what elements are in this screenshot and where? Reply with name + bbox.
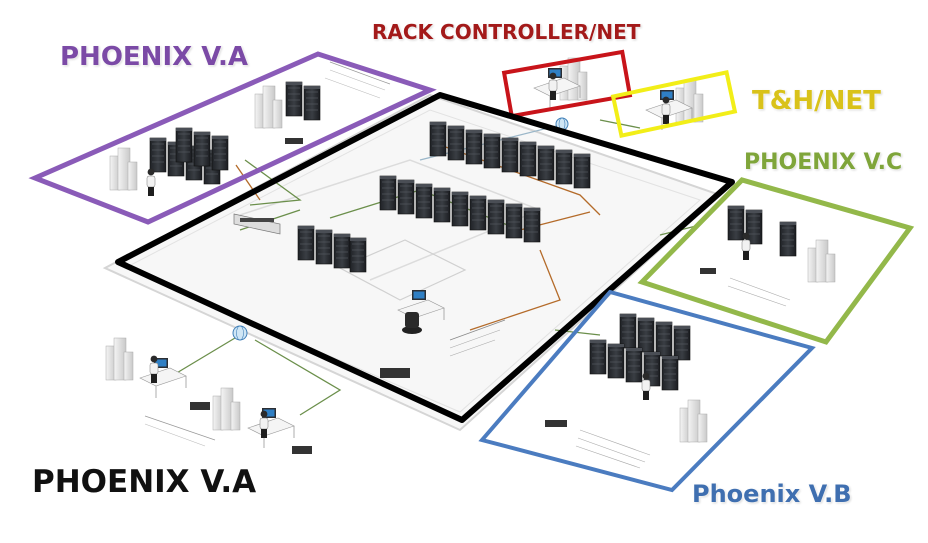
frame-main-datacenter	[115, 92, 735, 423]
frame-phoenix-vc	[637, 177, 915, 345]
label-phoenix-va-top: PHOENIX V.A	[60, 42, 248, 72]
frame-rack-controller	[501, 49, 633, 119]
label-phoenix-va-bottom: PHOENIX V.A	[32, 464, 257, 500]
globe-icon	[232, 325, 248, 341]
frame-phoenix-va	[28, 51, 437, 225]
main-room-label	[380, 319, 506, 378]
label-phoenix-vb: Phoenix V.B	[692, 480, 852, 508]
phoenix-va-server-room	[109, 61, 391, 197]
frame-phoenix-vb	[478, 289, 816, 493]
label-rack-controller: RACK CONTROLLER/NET	[372, 20, 641, 44]
label-th-net: T&H/NET	[752, 86, 881, 116]
remote-management-center	[105, 337, 312, 454]
phoenix-vb-server-room	[545, 313, 708, 469]
frame-th-net	[610, 70, 738, 138]
patch-panel	[233, 213, 281, 235]
label-phoenix-vc: PHOENIX V.C	[744, 150, 903, 175]
workstation-icon	[397, 289, 445, 334]
phoenix-vc-server-room	[700, 205, 836, 307]
office-chair-icon	[402, 312, 422, 334]
